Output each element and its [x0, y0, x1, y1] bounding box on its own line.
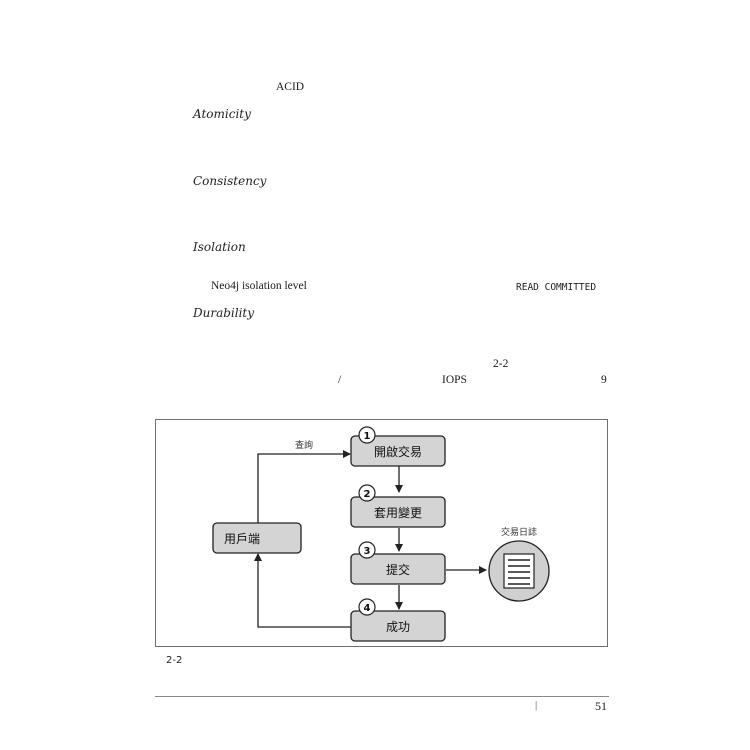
step-2-number: 2 [364, 489, 371, 500]
footer-separator: | [535, 699, 538, 711]
step-4-label: 成功 [386, 620, 410, 634]
step-3-badge [358, 541, 376, 559]
term-isolation: Isolation [193, 240, 246, 254]
step-3-label: 提交 [386, 562, 410, 577]
client-node: 用戶端 [212, 522, 302, 554]
step-4-node: 成功 4 [350, 598, 446, 642]
term-durability: Durability [193, 306, 255, 320]
step-3-number: 3 [364, 546, 371, 557]
iops-text: IOPS [442, 374, 467, 386]
acid-text: ACID [276, 81, 305, 93]
success-return-arrow [254, 553, 351, 628]
step-1-badge [358, 426, 376, 444]
step-2-label: 套用變更 [374, 505, 422, 520]
transaction-log-label: 交易日誌 [501, 526, 537, 538]
step-1-node: 開啟交易 1 [350, 426, 446, 467]
transaction-log-node: 交易日誌 [488, 526, 550, 602]
step-3-node: 提交 3 [350, 541, 446, 585]
query-arrow [257, 450, 351, 523]
isolation-note-text: Neo4j isolation level [211, 280, 307, 292]
query-label: 查詢 [295, 439, 313, 451]
chapter-number-text: 9 [601, 374, 607, 386]
step-4-badge [358, 598, 376, 616]
document-icon [503, 553, 535, 589]
slash-text: / [338, 374, 342, 386]
isolation-level-code: READ COMMITTED [516, 282, 597, 293]
page-number: 51 [595, 699, 607, 713]
step-1-number: 1 [364, 431, 371, 442]
figure-frame: 查詢 用戶端 開啟交易 1 套用變更 2 [155, 419, 608, 647]
figure-caption-number: 2-2 [166, 655, 183, 666]
step-4-number: 4 [364, 603, 371, 614]
transaction-flow-diagram: 查詢 用戶端 開啟交易 1 套用變更 2 [212, 426, 550, 642]
step-2-node: 套用變更 2 [350, 484, 446, 528]
term-consistency: Consistency [193, 174, 267, 188]
term-atomicity: Atomicity [193, 107, 251, 121]
client-label: 用戶端 [224, 532, 260, 546]
step-1-label: 開啟交易 [374, 444, 422, 459]
figure-reference: 2-2 [493, 358, 509, 370]
footer-rule [155, 696, 609, 697]
step-2-badge [358, 484, 376, 502]
